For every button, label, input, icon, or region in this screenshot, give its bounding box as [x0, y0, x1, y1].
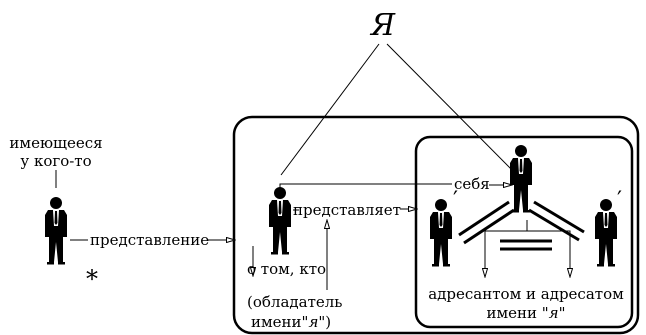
represents-label: представляет	[293, 201, 401, 219]
self-label: себя	[454, 175, 490, 193]
outer-frame	[232, 115, 640, 335]
link-right-b	[528, 208, 580, 242]
person-right-addressee-icon	[595, 199, 617, 267]
ya-line-right	[386, 43, 519, 177]
prime-mark-left: ′	[453, 188, 458, 213]
person-left-addressee-icon	[430, 199, 452, 267]
asterisk-mark: *	[86, 265, 98, 293]
inner-frame	[414, 135, 634, 329]
title-ya: Я	[369, 8, 396, 43]
representation-label: представление	[90, 231, 209, 249]
addresser-label-line1: адресантом и адресатом	[428, 285, 624, 303]
person-speaker-icon	[269, 187, 291, 255]
person-addresser-icon	[510, 145, 532, 213]
addresser-bracket	[484, 230, 571, 262]
self-reference-line	[279, 183, 452, 190]
prime-mark-right: ′	[617, 188, 622, 213]
about-label-line2: (обладатель	[247, 293, 342, 311]
about-label-line3: имени"я")	[251, 313, 331, 331]
about-label-line1: о том, кто	[247, 260, 326, 278]
addresser-label-line2: имени "я"	[486, 304, 565, 322]
ya-line-left	[280, 43, 380, 176]
person-owner-icon	[45, 197, 67, 265]
owner-label-line1: имеющееся	[9, 134, 102, 152]
link-left-a	[458, 200, 510, 237]
link-right-a	[533, 200, 585, 234]
owner-label-line2: у кого-то	[20, 152, 91, 170]
link-left-b	[463, 208, 515, 245]
